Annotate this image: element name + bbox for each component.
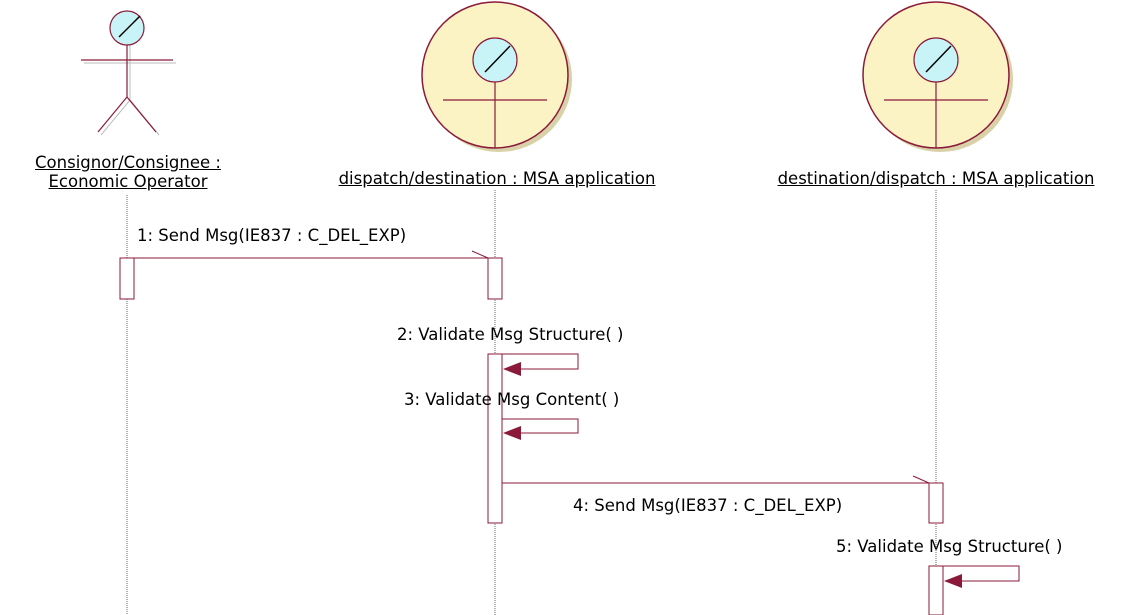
activation-bar xyxy=(487,353,503,524)
actor-icon xyxy=(81,10,176,136)
message-1-arrow xyxy=(134,250,489,259)
participant-destination-label: destination/dispatch : MSA application xyxy=(777,169,1095,188)
participant-dispatch-label: dispatch/destination : MSA application xyxy=(338,169,656,188)
activation-bar xyxy=(487,257,503,300)
activation-bar xyxy=(928,482,944,524)
message-4-label: 4: Send Msg(IE837 : C_DEL_EXP) xyxy=(573,496,843,515)
activation-bar xyxy=(928,565,944,615)
activation-bar xyxy=(119,257,135,300)
message-1-label: 1: Send Msg(IE837 : C_DEL_EXP) xyxy=(137,226,407,245)
control-participant-icon xyxy=(862,1,1013,152)
message-4-arrow xyxy=(502,475,930,484)
message-2-label: 2: Validate Msg Structure( ) xyxy=(397,325,624,344)
participant-operator-label: Consignor/Consignee : Economic Operator xyxy=(6,153,250,191)
participant-operator-line2: Economic Operator xyxy=(48,172,208,191)
message-5-label: 5: Validate Msg Structure( ) xyxy=(836,537,1063,556)
message-3-arrow xyxy=(502,418,579,440)
control-participant-icon xyxy=(421,1,572,152)
participant-operator-line1: Consignor/Consignee : xyxy=(35,153,221,172)
message-3-label: 3: Validate Msg Content( ) xyxy=(404,390,620,409)
message-5-arrow xyxy=(943,565,1020,588)
message-2-arrow xyxy=(502,353,579,376)
